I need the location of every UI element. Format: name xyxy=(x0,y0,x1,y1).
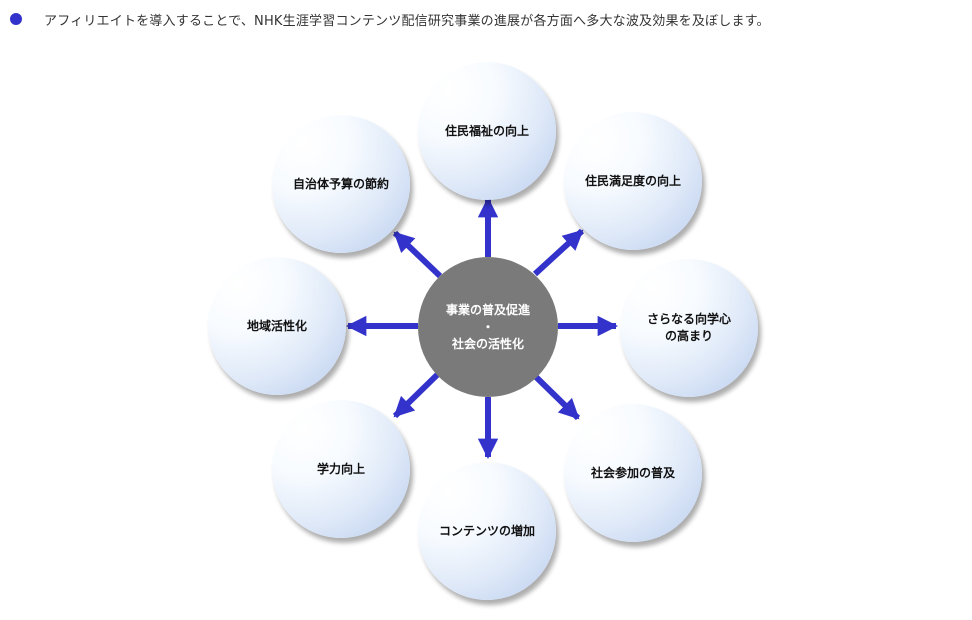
node-label: 地域活性化 xyxy=(246,318,307,333)
arrow-lower-left xyxy=(392,371,441,419)
node-resident-satisfaction: 住民満足度の向上 xyxy=(564,112,702,250)
node-label: 学力向上 xyxy=(316,461,365,476)
node-resident-welfare: 住民福祉の向上 xyxy=(418,62,556,200)
node-label: 社会参加の普及 xyxy=(590,465,675,480)
node-label: 自治体予算の節約 xyxy=(292,176,389,191)
node-learning-motivation: さらなる向学心 の高まり xyxy=(620,259,758,397)
node-label-line1: さらなる向学心 xyxy=(646,312,731,326)
arrow-upper-left xyxy=(392,230,443,279)
header-text: アフィリエイトを導入することで、NHK生涯学習コンテンツ配信研究事業の進展が各方… xyxy=(44,13,770,29)
center-label-line1: 事業の普及促進 xyxy=(445,302,530,317)
bullet-icon xyxy=(10,13,22,25)
node-academic-improvement: 学力向上 xyxy=(272,400,410,538)
header: アフィリエイトを導入することで、NHK生涯学習コンテンツ配信研究事業の進展が各方… xyxy=(10,8,770,30)
center-label-line2: ・ xyxy=(481,319,494,334)
center-node: 事業の普及促進 ・ 社会の活性化 xyxy=(418,257,558,397)
center-label-line3: 社会の活性化 xyxy=(451,336,524,351)
node-label: 住民満足度の向上 xyxy=(584,173,681,188)
node-regional-revitalization: 地域活性化 xyxy=(208,257,346,395)
arrow-upper-right xyxy=(532,228,585,277)
arrow-lower-right xyxy=(532,373,581,421)
node-label-line2: の高まり xyxy=(664,329,713,343)
node-label: 住民福祉の向上 xyxy=(444,123,529,138)
node-social-participation: 社会参加の普及 xyxy=(564,404,702,542)
node-content-increase: コンテンツの増加 xyxy=(418,462,556,600)
node-label: コンテンツの増加 xyxy=(438,523,535,538)
node-budget-saving: 自治体予算の節約 xyxy=(272,115,410,253)
